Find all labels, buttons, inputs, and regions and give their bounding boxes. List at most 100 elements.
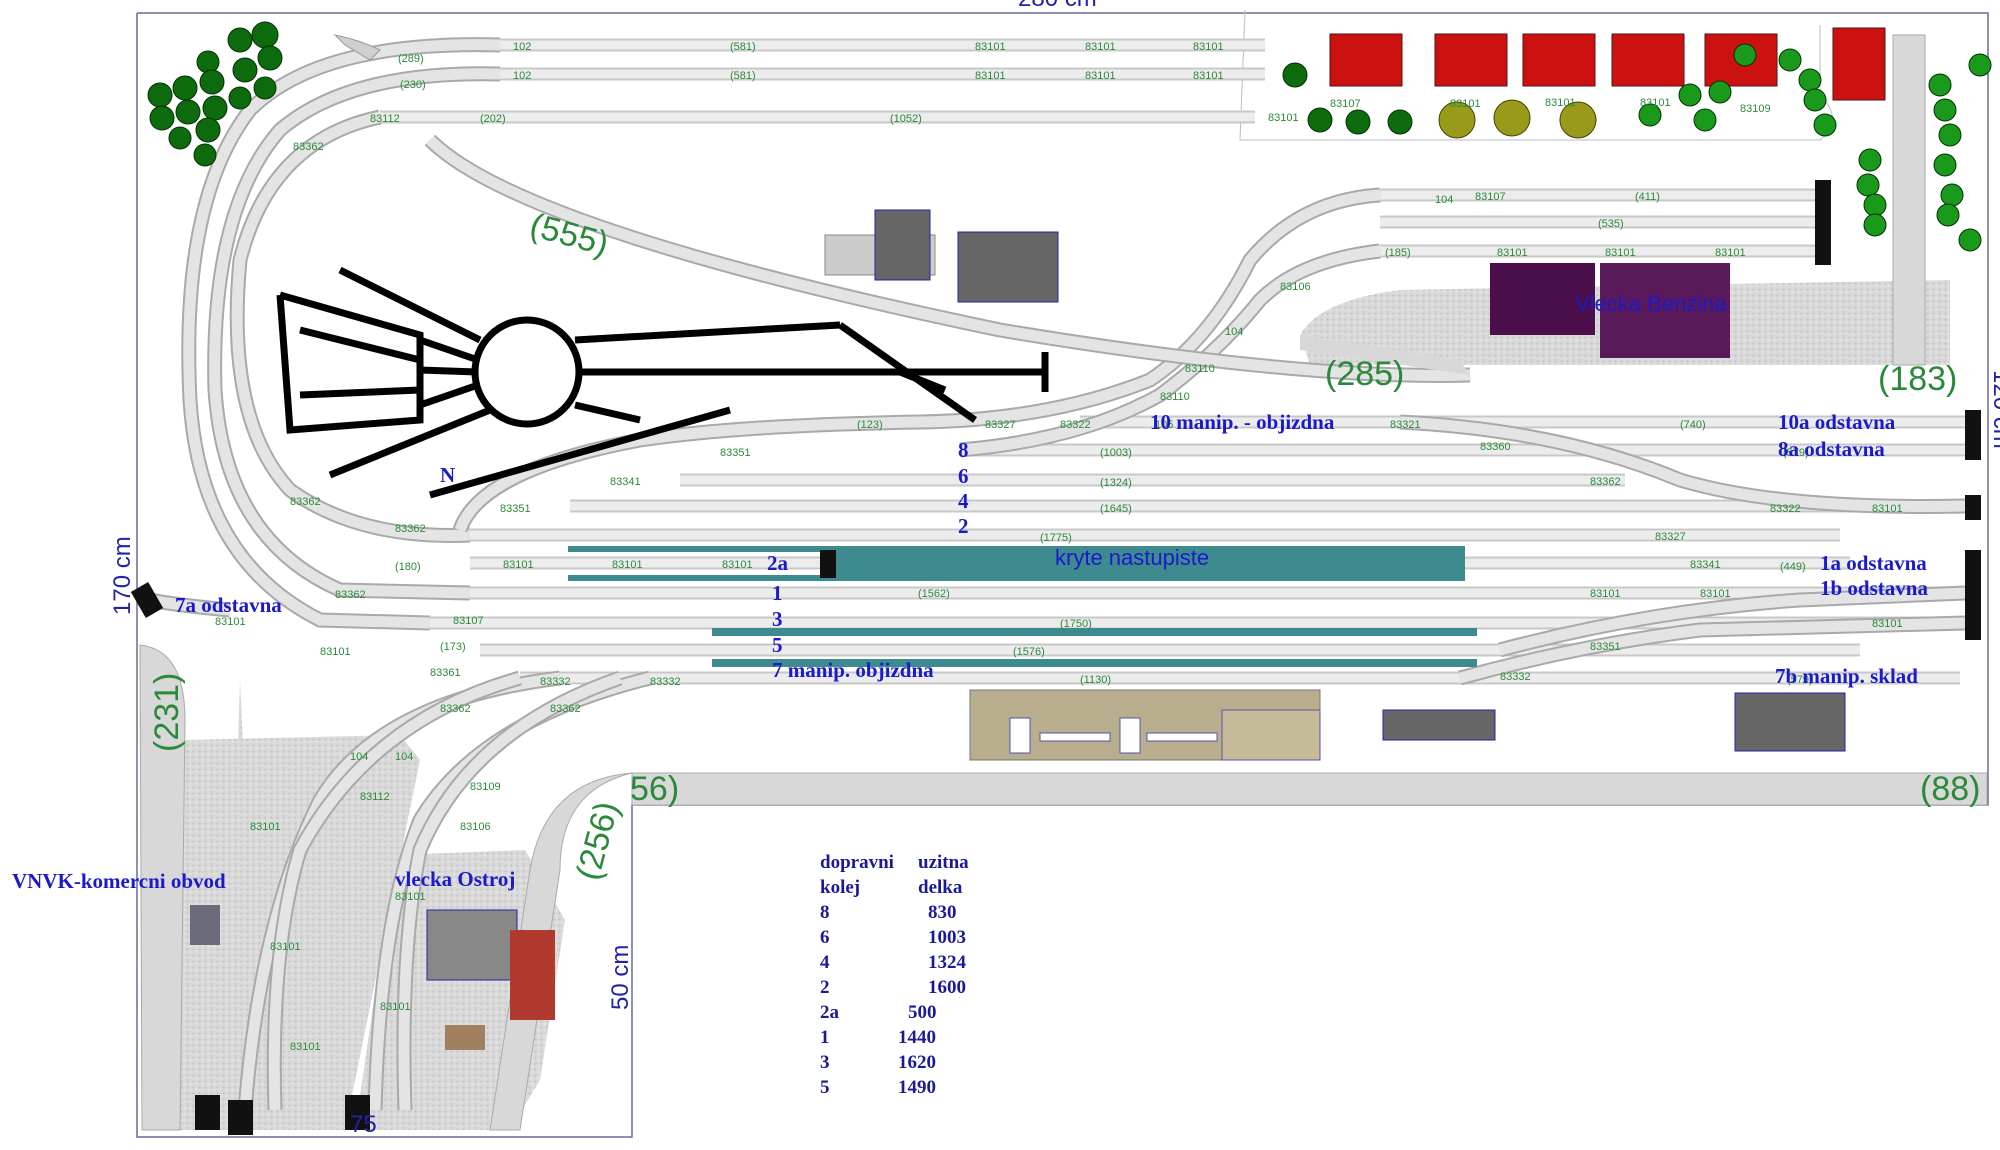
svg-text:83101: 83101 [270,941,301,953]
svg-text:104: 104 [350,751,368,763]
svg-text:(183): (183) [1878,360,1957,398]
svg-text:(1130): (1130) [1080,674,1111,686]
svg-text:vlecka Ostroj: vlecka Ostroj [395,867,515,891]
benzina-building [1600,263,1730,358]
house [1522,33,1596,87]
svg-text:(1750): (1750) [1060,618,1092,630]
svg-text:83332: 83332 [540,676,571,688]
svg-text:(285): (285) [1325,355,1404,393]
svg-text:83321: 83321 [1390,419,1421,431]
svg-text:104: 104 [1225,326,1243,338]
svg-text:1620: 1620 [898,1052,936,1073]
svg-text:(579): (579) [1783,447,1809,459]
svg-text:(1645): (1645) [1100,503,1132,515]
svg-text:83110: 83110 [1160,391,1190,403]
svg-text:500: 500 [908,1002,937,1023]
svg-text:1b odstavna: 1b odstavna [1820,576,1928,600]
svg-text:83322: 83322 [1770,503,1801,515]
svg-text:83101: 83101 [722,559,753,571]
svg-text:105: 105 [1155,419,1173,431]
svg-text:7b manip. sklad: 7b manip. sklad [1775,664,1918,688]
svg-text:83101: 83101 [250,821,281,833]
svg-text:83362: 83362 [290,496,321,508]
svg-text:104: 104 [395,751,413,763]
svg-text:(1775): (1775) [1040,532,1072,544]
svg-text:280 cm: 280 cm [1018,0,1097,12]
svg-text:(123): (123) [857,419,883,431]
svg-text:83332: 83332 [1500,671,1531,683]
svg-text:83351: 83351 [720,447,751,459]
svg-text:83101: 83101 [1193,41,1224,53]
svg-text:83101: 83101 [1640,97,1671,109]
svg-text:83101: 83101 [1605,247,1636,259]
house [1832,27,1886,101]
svg-text:8a odstavna: 8a odstavna [1778,437,1885,461]
svg-text:(1576): (1576) [1013,646,1045,658]
svg-text:2: 2 [958,514,969,538]
svg-text:83361: 83361 [430,667,461,679]
svg-text:83101: 83101 [1193,70,1224,82]
svg-text:(1003): (1003) [1100,447,1132,459]
svg-text:uzitna: uzitna [918,852,969,873]
svg-text:(449): (449) [1780,561,1806,573]
svg-text:(581): (581) [730,70,756,82]
svg-text:83360: 83360 [1480,441,1511,453]
svg-text:83112: 83112 [360,791,390,803]
svg-text:83107: 83107 [1330,98,1361,110]
svg-text:10a odstavna: 10a odstavna [1778,410,1896,434]
svg-text:83101: 83101 [1700,588,1731,600]
svg-text:3: 3 [820,1052,830,1073]
svg-text:102: 102 [513,70,531,82]
house [1434,33,1508,87]
svg-text:4: 4 [820,952,830,973]
svg-text:83101: 83101 [1590,588,1621,600]
svg-text:83101: 83101 [612,559,643,571]
svg-text:(1324): (1324) [1100,477,1132,489]
svg-text:83101: 83101 [1872,618,1903,630]
svg-text:83362: 83362 [550,703,581,715]
svg-text:83101: 83101 [1085,70,1116,82]
svg-text:1324: 1324 [928,952,967,973]
svg-text:830: 830 [928,902,957,923]
svg-text:3: 3 [772,607,783,631]
svg-text:83362: 83362 [440,703,471,715]
svg-text:83351: 83351 [500,503,531,515]
svg-text:83101: 83101 [1715,247,1746,259]
svg-text:(202): (202) [480,113,506,125]
svg-text:83341: 83341 [610,476,641,488]
svg-text:83101: 83101 [1545,97,1576,109]
buffer-stops [130,180,1981,1135]
svg-text:1: 1 [772,581,783,605]
svg-text:50 cm: 50 cm [607,945,634,1010]
svg-text:10 manip. - objizdna: 10 manip. - objizdna [1150,410,1335,434]
svg-text:8: 8 [958,438,969,462]
svg-text:6: 6 [958,464,969,488]
trees [147,21,1992,252]
svg-text:Vlecka Benzina: Vlecka Benzina [1575,291,1727,316]
svg-text:(579): (579) [1787,674,1813,686]
svg-text:83101: 83101 [1872,503,1903,515]
turntable [276,266,1049,499]
svg-text:(581): (581) [730,41,756,53]
svg-text:1600: 1600 [928,977,966,998]
svg-text:(411): (411) [1635,191,1660,203]
svg-text:1490: 1490 [898,1077,936,1098]
track-labels: Vlecka Benzina kryte nastupiste N 10 man… [12,291,1928,893]
buildings [190,27,1886,1050]
svg-text:1a odstavna: 1a odstavna [1820,551,1927,575]
svg-text:83362: 83362 [395,523,426,535]
svg-text:83101: 83101 [975,70,1006,82]
length-table: dopravni uzitna kolej delka 8 830 6 1003… [820,852,969,1098]
svg-text:83332: 83332 [650,676,681,688]
svg-text:(173): (173) [440,641,466,653]
svg-text:VNVK-komercni obvod: VNVK-komercni obvod [12,869,226,893]
svg-text:1: 1 [820,1027,830,1048]
svg-text:(1562): (1562) [918,588,950,600]
svg-text:56): 56) [630,770,679,808]
svg-text:(230): (230) [400,79,426,91]
svg-text:83110: 83110 [1185,363,1215,375]
curved-tracks [148,37,1966,1111]
svg-text:2a: 2a [820,1002,840,1023]
svg-text:170 cm: 170 cm [109,536,136,615]
